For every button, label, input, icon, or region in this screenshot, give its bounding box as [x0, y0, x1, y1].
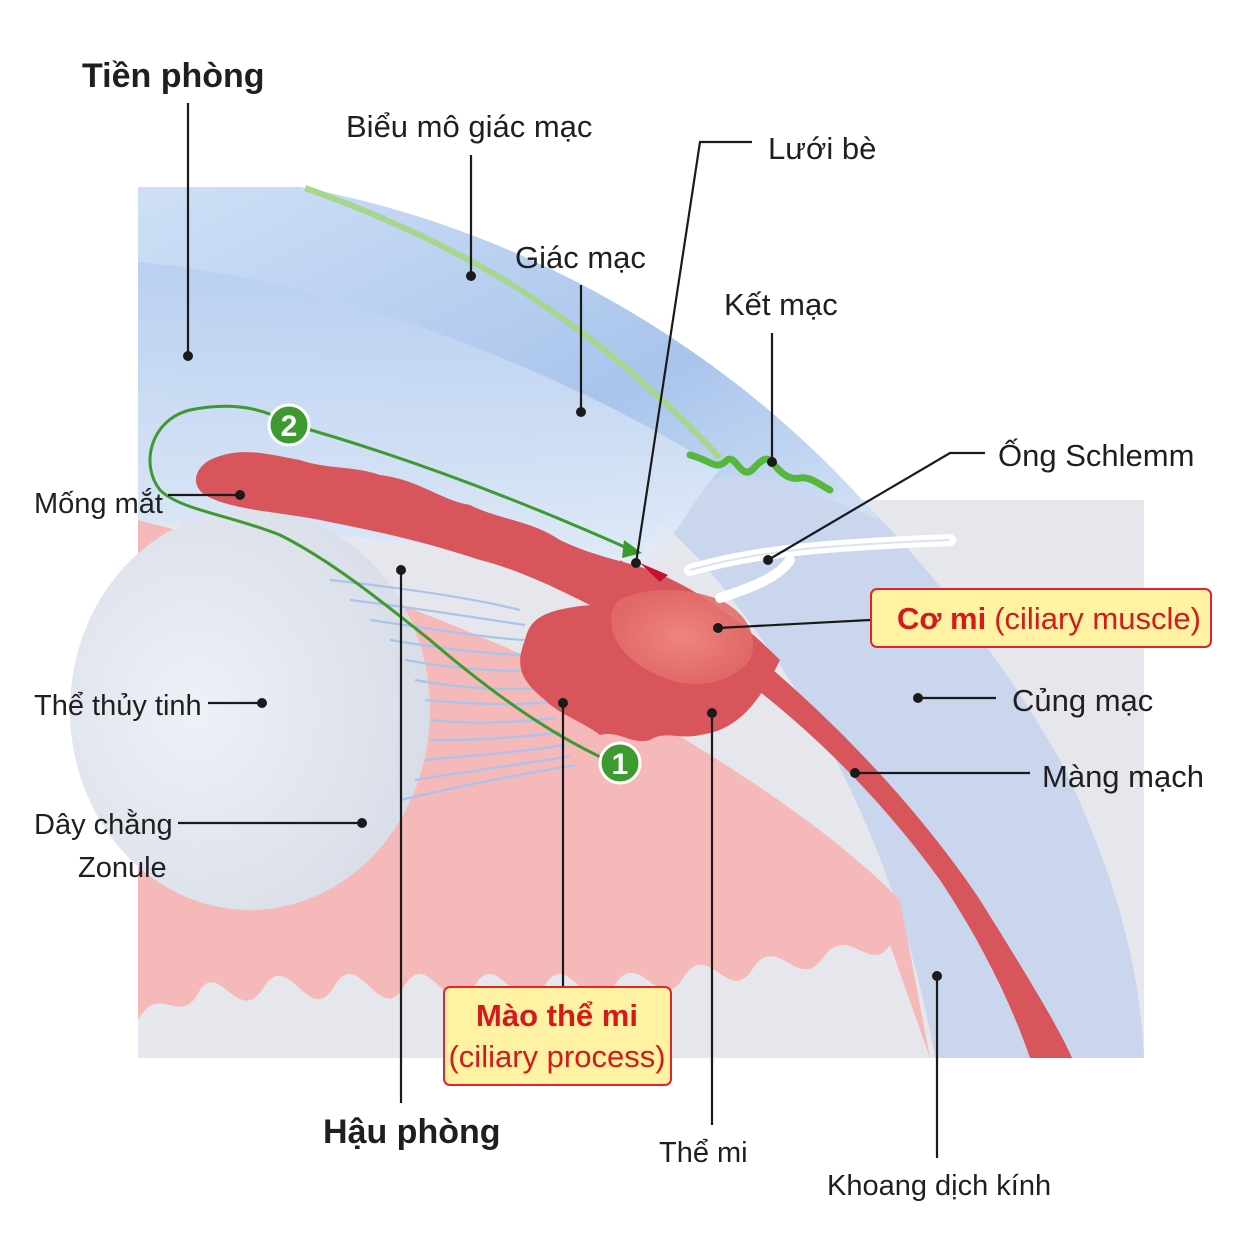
- label-iris: Mống mắt: [34, 487, 163, 520]
- iris-shape: [195, 452, 780, 742]
- label-anterior-chamber: Tiền phòng: [82, 57, 265, 95]
- leader-lines: [168, 103, 1030, 1158]
- label-trabecular-meshwork: Lưới bè: [768, 131, 876, 166]
- label-ciliary-process-vi: Mào thể mi: [476, 998, 638, 1033]
- label-ciliary-muscle-en: (ciliary muscle): [994, 601, 1201, 636]
- label-posterior-chamber: Hậu phòng: [323, 1113, 501, 1151]
- label-corneal-epithelium: Biểu mô giác mạc: [346, 109, 592, 144]
- label-lens: Thể thủy tinh: [34, 690, 202, 722]
- label-conjunctiva: Kết mạc: [724, 287, 838, 322]
- corneal-epithelium-line: [303, 185, 723, 461]
- label-ciliary-muscle: Cơ mi(ciliary muscle): [897, 601, 1201, 636]
- label-vitreous-space: Khoang dịch kính: [827, 1170, 1051, 1202]
- conjunctiva-squiggle: [686, 451, 834, 494]
- label-ciliary-muscle-vi: Cơ mi: [897, 601, 986, 636]
- aqueous-flow-path: [148, 404, 637, 767]
- ciliary-muscle-box: [870, 588, 1212, 648]
- ciliary-muscle-shape: [611, 589, 754, 684]
- flow-marker-1: 1: [598, 741, 642, 785]
- label-choroid: Màng mạch: [1042, 759, 1204, 794]
- label-zonule-line2: Zonule: [78, 852, 167, 884]
- lens-shape: [70, 510, 430, 910]
- ciliary-process-box: [443, 986, 672, 1086]
- label-zonule-line1: Dây chằng: [34, 808, 173, 841]
- trabecular-mark: [640, 563, 668, 582]
- label-sclera: Củng mạc: [1012, 683, 1153, 718]
- schlemm-canal-lower: [715, 555, 795, 603]
- label-schlemm-canal: Ống Schlemm: [998, 437, 1194, 473]
- label-ciliary-process-en: (ciliary process): [448, 1039, 665, 1074]
- flow-marker-1-text: 1: [612, 748, 629, 781]
- flow-marker-2: 2: [267, 403, 311, 447]
- schlemm-canal-outline: [689, 539, 951, 571]
- flow-marker-2-text: 2: [281, 410, 298, 443]
- label-ciliary-body: Thể mi: [659, 1137, 748, 1169]
- label-cornea: Giác mạc: [515, 240, 646, 275]
